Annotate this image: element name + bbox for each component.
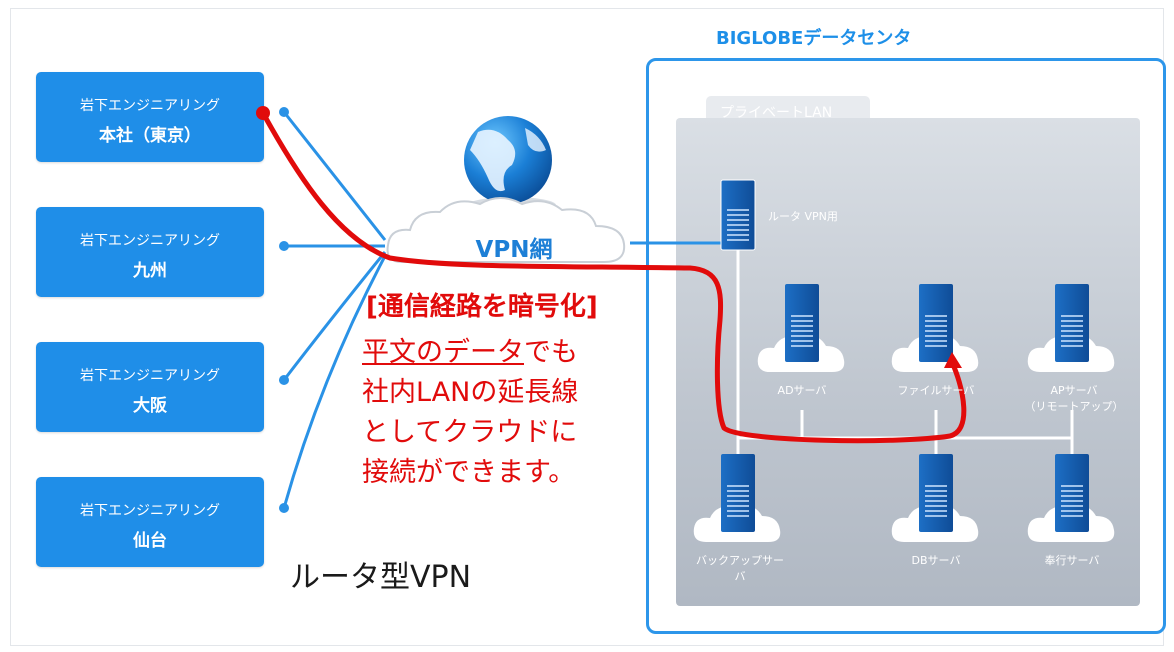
office-company: 岩下エンジニアリング [80, 233, 220, 249]
datacenter-title: BIGLOBEデータセンタ [716, 28, 912, 49]
link-dot [279, 503, 289, 513]
link-dot [279, 375, 289, 385]
cloud-icon [386, 197, 626, 263]
vpn-network-label: VPN網 [475, 237, 553, 263]
office-sendai: 岩下エンジニアリング 仙台 [36, 477, 264, 567]
router-label: ルータ VPN用 [768, 210, 838, 223]
server-icon-bugyo [1027, 454, 1115, 542]
office-branch: 大阪 [133, 396, 167, 416]
office-tokyo: 岩下エンジニアリング 本社（東京） [36, 72, 264, 162]
annotation-title: [通信経路を暗号化] [366, 292, 598, 322]
annotation-line-3: としてクラウドに [362, 417, 578, 448]
annotation-line1-rest: でも [524, 337, 578, 368]
office-company: 岩下エンジニアリング [80, 98, 220, 114]
router-server-icon [720, 179, 756, 251]
server-label-file: ファイルサーバ [897, 384, 975, 397]
office-company: 岩下エンジニアリング [80, 503, 220, 519]
server-icon-backup [693, 454, 781, 542]
server-label-bugyo: 奉行サーバ [1044, 554, 1100, 567]
annotation-line-4: 接続ができます。 [362, 457, 576, 488]
server-label-ad: ADサーバ [777, 384, 827, 397]
office-branch: 仙台 [133, 531, 167, 551]
encrypted-route-arrow [256, 106, 967, 444]
server-label-db: DBサーバ [911, 554, 961, 567]
annotation-underlined: 平文のデータ [362, 337, 524, 368]
server-icon-db [891, 454, 979, 542]
server-icon-file [891, 284, 979, 372]
server-label-ap: APサーバ （リモートアップ） [1024, 384, 1124, 413]
annotation-line-2: 社内LANの延長線 [362, 377, 579, 408]
server-label-backup: バックアップサーバ [696, 554, 784, 583]
office-company: 岩下エンジニアリング [80, 368, 220, 384]
server-icon-ap [1027, 284, 1115, 372]
link-dot [279, 241, 289, 251]
annotation-line-1: 平文のデータでも [362, 330, 578, 369]
office-links [282, 111, 722, 509]
office-kyushu: 岩下エンジニアリング 九州 [36, 207, 264, 297]
office-branch: 本社（東京） [99, 126, 201, 146]
office-osaka: 岩下エンジニアリング 大阪 [36, 342, 264, 432]
office-branch: 九州 [133, 261, 167, 281]
server-icon-ad [757, 284, 845, 372]
link-dot [279, 107, 289, 117]
diagram-caption: ルータ型VPN [290, 560, 472, 595]
